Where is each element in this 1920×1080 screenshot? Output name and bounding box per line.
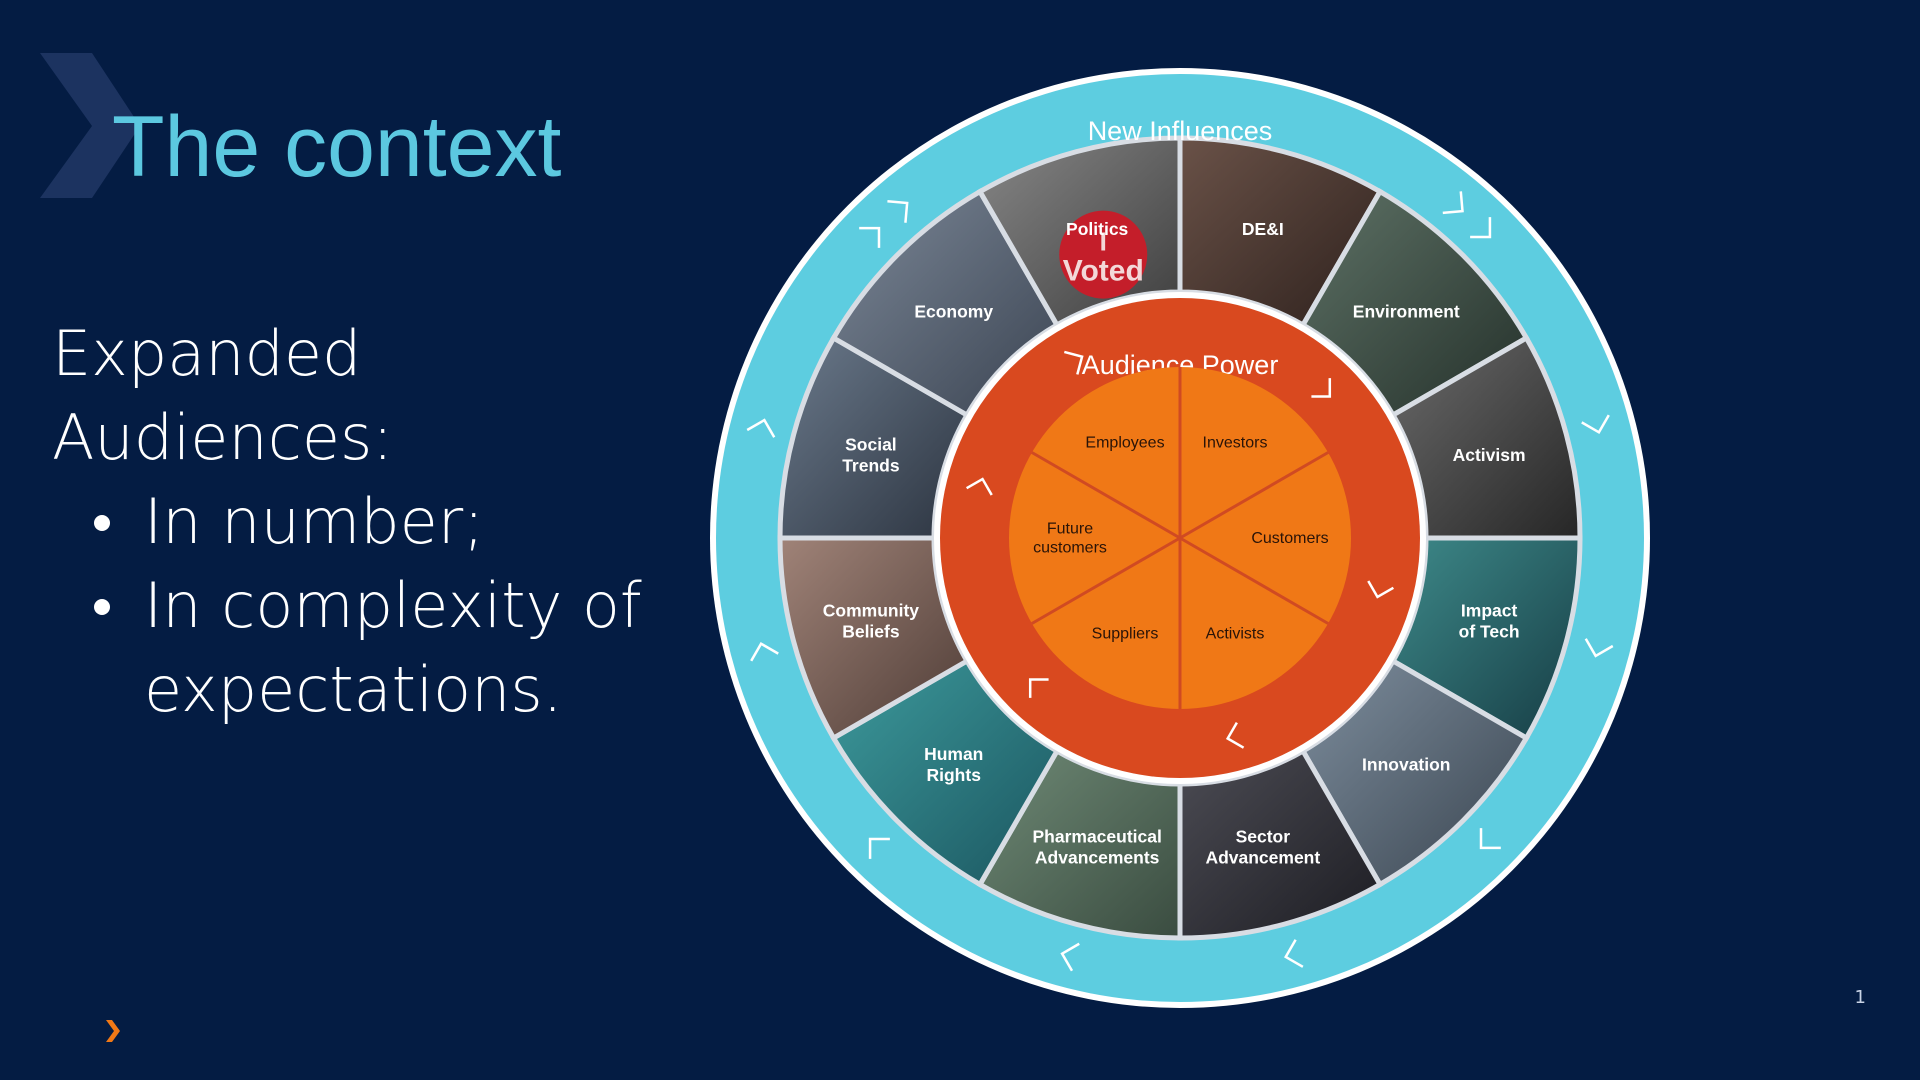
chevron-right-icon	[887, 200, 909, 223]
chevron-right-icon	[1028, 678, 1049, 698]
chevron-right-icon	[1311, 378, 1332, 398]
bullet-list: In number; In complexity of expectations…	[52, 480, 692, 732]
influence-label: DE&I	[1242, 219, 1284, 239]
core-divider	[1031, 536, 1181, 625]
audience-label: Employees	[1085, 435, 1164, 452]
outer-ring-arrows	[746, 191, 1614, 972]
page-number: 1	[1854, 987, 1866, 1008]
influence-label: Innovation	[1362, 754, 1450, 774]
chevron-right-icon	[1479, 828, 1501, 850]
bullet-dot-icon	[94, 515, 110, 531]
lead-text: Expanded Audiences:	[52, 317, 394, 474]
chevron-right-icon	[868, 837, 890, 859]
influence-label: Advancements	[1035, 848, 1160, 868]
background-chevron-icon	[40, 53, 140, 198]
body-text: Expanded Audiences: In number; In comple…	[52, 312, 692, 732]
inner-ring-arrows	[965, 350, 1395, 749]
chevron-right-icon	[1367, 580, 1395, 599]
bullet-item: In complexity of expectations.	[52, 564, 692, 732]
voted-sticker-icon	[1059, 210, 1148, 299]
influence-label: Beliefs	[842, 621, 900, 641]
core-divider	[1179, 451, 1329, 540]
chevron-right-icon	[746, 418, 776, 438]
voted-sticker-text: Voted	[1063, 255, 1144, 288]
chevron-right-icon	[1060, 942, 1080, 972]
influence-label: Human	[924, 744, 983, 764]
influence-label: Trends	[842, 456, 900, 476]
chevron-right-icon	[1225, 721, 1245, 749]
chevron-right-icon	[859, 226, 881, 248]
influence-label: of Tech	[1459, 621, 1520, 641]
influence-label: Impact	[1461, 600, 1518, 620]
core-divider-lines	[1031, 367, 1329, 709]
outer-ring-label: New Influences	[1088, 116, 1273, 146]
audience-label: Future	[1047, 521, 1093, 538]
chevron-right-icon	[1584, 638, 1614, 658]
bullet-text: In number;	[144, 485, 485, 558]
core-divider	[1031, 451, 1181, 540]
audience-label: Investors	[1203, 435, 1268, 452]
slide-title: The context	[112, 99, 562, 195]
audience-label: Activists	[1206, 625, 1265, 642]
influence-label: Environment	[1353, 302, 1460, 322]
chevron-right-icon	[1442, 191, 1464, 215]
influence-label: Pharmaceutical	[1032, 827, 1161, 847]
bullet-item: In number;	[52, 480, 692, 564]
influence-label: Advancement	[1205, 848, 1320, 868]
chevron-right-icon	[1581, 414, 1610, 434]
chevron-right-icon	[1063, 350, 1084, 375]
chevron-right-icon	[965, 477, 993, 496]
chevron-right-icon	[1284, 939, 1304, 968]
bullet-text: In complexity of expectations.	[144, 569, 642, 726]
influence-label: Sector	[1236, 827, 1291, 847]
influence-label: Rights	[926, 765, 981, 785]
influence-label: Community	[823, 600, 920, 620]
voted-sticker-text: I	[1100, 227, 1107, 257]
core-divider	[1179, 536, 1329, 625]
chevron-right-icon	[1470, 217, 1492, 239]
audience-label: Suppliers	[1092, 625, 1159, 642]
influence-label: Economy	[914, 302, 993, 322]
footer-chevron-icon	[106, 1020, 120, 1042]
chevron-right-icon	[750, 642, 779, 662]
influence-label: Social	[845, 435, 897, 455]
audience-label: Customers	[1251, 530, 1328, 547]
influence-label: Activism	[1453, 445, 1526, 465]
bullet-dot-icon	[94, 599, 110, 615]
audience-label: customers	[1033, 540, 1107, 557]
influence-label: Politics	[1066, 219, 1129, 239]
